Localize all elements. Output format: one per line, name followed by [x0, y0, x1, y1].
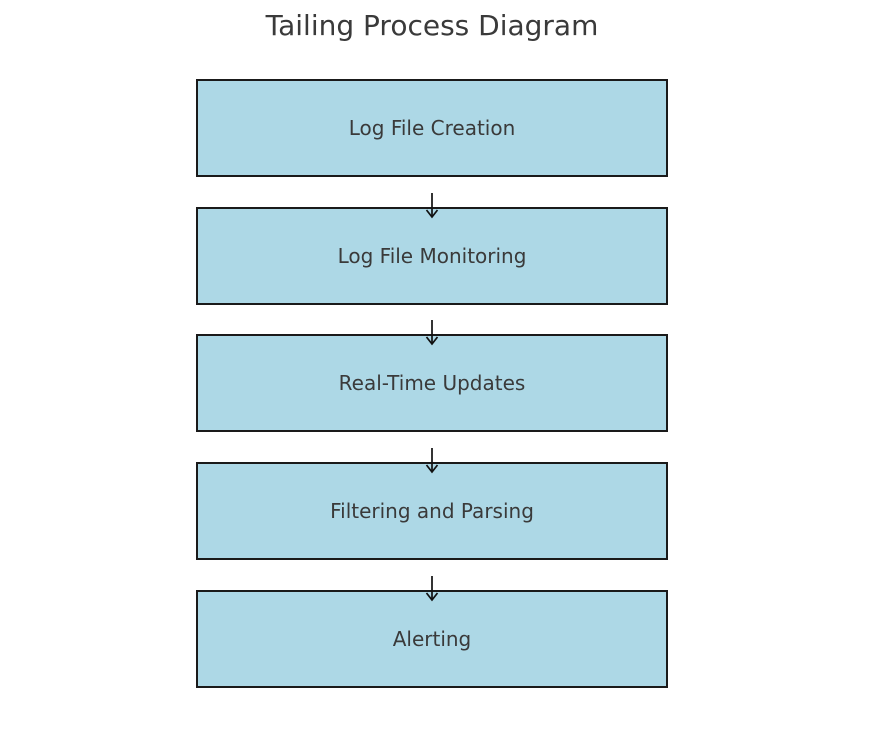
step-label: Log File Creation: [348, 116, 516, 140]
step-box-real-time-updates: Real-Time Updates: [196, 334, 668, 432]
step-box-log-file-creation: Log File Creation: [196, 79, 668, 177]
step-box-alerting: Alerting: [196, 590, 668, 688]
step-label: Real-Time Updates: [338, 371, 526, 395]
diagram-title: Tailing Process Diagram: [265, 9, 599, 42]
step-label: Filtering and Parsing: [330, 499, 534, 523]
step-label: Log File Monitoring: [337, 244, 527, 268]
step-label: Alerting: [392, 627, 472, 651]
step-box-log-file-monitoring: Log File Monitoring: [196, 207, 668, 305]
step-box-filtering-and-parsing: Filtering and Parsing: [196, 462, 668, 560]
